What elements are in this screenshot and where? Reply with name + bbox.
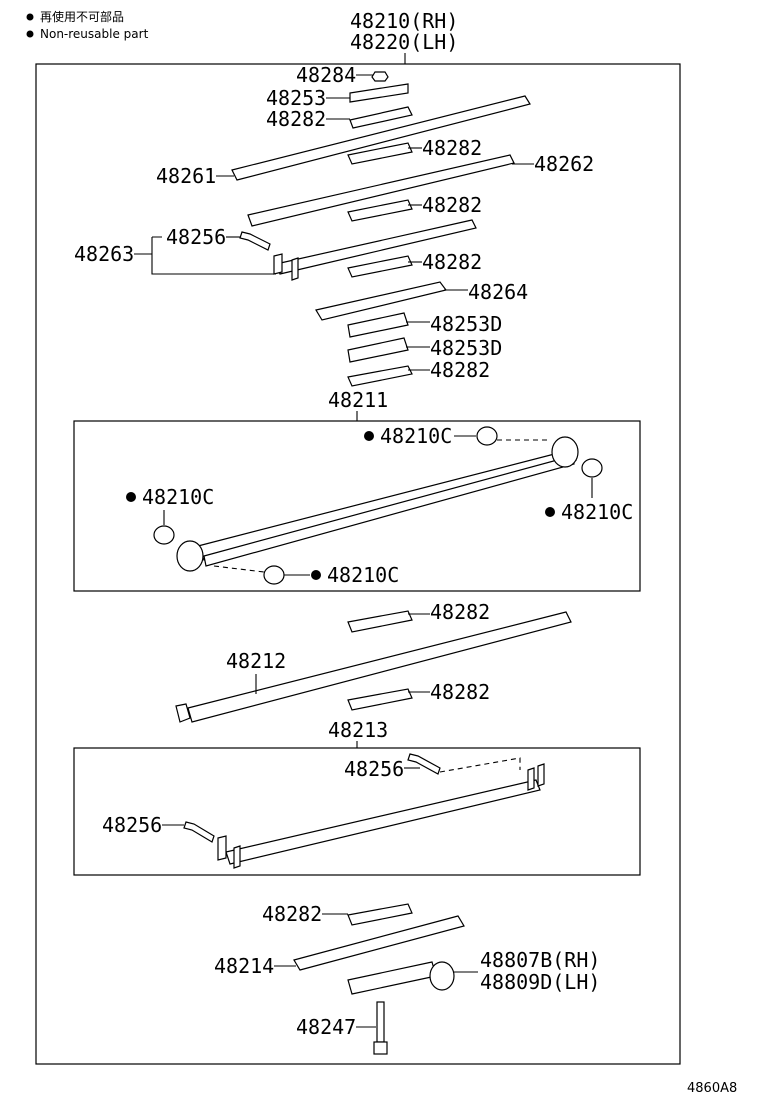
label-48253d-a: 48253D: [430, 312, 502, 336]
liner-icon: [349, 106, 413, 129]
frame-48213: [73, 747, 641, 876]
liner-icon: [347, 688, 413, 711]
main-leaf-lower-icon: [203, 455, 575, 567]
label-48282-b: 48282: [422, 136, 482, 160]
label-48261: 48261: [156, 164, 216, 188]
label-48282-f: 48282: [430, 600, 490, 624]
clip-icon: [527, 767, 535, 791]
label-48282-e: 48282: [430, 358, 490, 382]
bolt-icon: [407, 753, 441, 775]
bushing-icon: [581, 458, 603, 478]
label-48262: 48262: [534, 152, 594, 176]
assembly-rh-label: 48210(RH): [350, 9, 458, 33]
clip-icon: [217, 835, 227, 861]
plate-48253d-icon: [347, 337, 409, 363]
liner-icon: [347, 903, 413, 926]
label-48213: 48213: [328, 718, 388, 742]
label-48264: 48264: [468, 280, 528, 304]
label-48214: 48214: [214, 954, 274, 978]
non-reusable-bullet-icon: [364, 431, 374, 441]
label-48807b: 48807B(RH): [480, 948, 600, 972]
main-frame: [35, 63, 681, 1065]
legend-jp-text: 再使用不可部品: [40, 9, 124, 24]
bolt-icon: [239, 231, 271, 251]
clip-icon: [273, 253, 283, 275]
label-48282-h: 48282: [262, 902, 322, 926]
label-48253d-b: 48253D: [430, 336, 502, 360]
assembly-lh-label: 48220(LH): [350, 30, 458, 54]
label-48282-g: 48282: [430, 680, 490, 704]
bushing-icon: [263, 565, 285, 585]
label-48282-c: 48282: [422, 193, 482, 217]
leaf-48261-icon: [231, 95, 531, 181]
label-48256-a: 48256: [166, 225, 226, 249]
label-48210c-b: 48210C: [142, 485, 214, 509]
spring-seat-icon: [347, 961, 437, 995]
label-48210c-c: 48210C: [561, 500, 633, 524]
label-48210c-d: 48210C: [327, 563, 399, 587]
liner-icon: [347, 142, 413, 165]
leaf-48214-icon: [293, 915, 465, 971]
clip-icon: [537, 763, 545, 787]
plate-48253-icon: [349, 83, 409, 103]
figure-code: 4860A8: [687, 1081, 737, 1096]
label-48210c-a: 48210C: [380, 424, 452, 448]
label-48253: 48253: [266, 86, 326, 110]
bolt-icon: [183, 821, 215, 843]
label-48809d: 48809D(LH): [480, 970, 600, 994]
legend-en-text: Non-reusable part: [40, 27, 149, 41]
non-reusable-bullet-icon: [311, 570, 321, 580]
liner-icon: [347, 255, 413, 278]
label-48263: 48263: [74, 242, 134, 266]
label-48211: 48211: [328, 388, 388, 412]
label-48256-c: 48256: [102, 813, 162, 837]
plate-48253d-icon: [347, 312, 409, 338]
liner-icon: [347, 610, 413, 633]
nut-icon: [371, 71, 389, 82]
center-bolt-icon: [376, 1001, 385, 1043]
clip-icon: [291, 257, 299, 281]
label-48284: 48284: [296, 63, 356, 87]
label-48282-d: 48282: [422, 250, 482, 274]
clip-icon: [233, 845, 241, 869]
leaf-end-icon: [175, 703, 191, 723]
label-48282-a: 48282: [266, 107, 326, 131]
legend-bullet-icon: [26, 30, 34, 38]
leaf-48262-icon: [247, 154, 515, 227]
bushing-icon: [476, 426, 498, 446]
spring-eye-icon: [176, 540, 204, 572]
leaf-48213-icon: [225, 779, 541, 865]
label-48212: 48212: [226, 649, 286, 673]
center-bolt-head-icon: [373, 1041, 388, 1055]
legend-bullet-icon: [26, 13, 34, 21]
label-48247: 48247: [296, 1015, 356, 1039]
leaf-48264-icon: [315, 281, 448, 321]
liner-icon: [347, 365, 413, 387]
liner-icon: [347, 199, 413, 222]
non-reusable-bullet-icon: [545, 507, 555, 517]
frame-48211: [73, 420, 641, 592]
bushing-icon: [153, 525, 175, 545]
label-48256-b: 48256: [344, 757, 404, 781]
leaf-48212-icon: [187, 611, 572, 723]
non-reusable-bullet-icon: [126, 492, 136, 502]
seat-bushing-icon: [429, 961, 455, 991]
spring-eye-icon: [551, 436, 579, 468]
